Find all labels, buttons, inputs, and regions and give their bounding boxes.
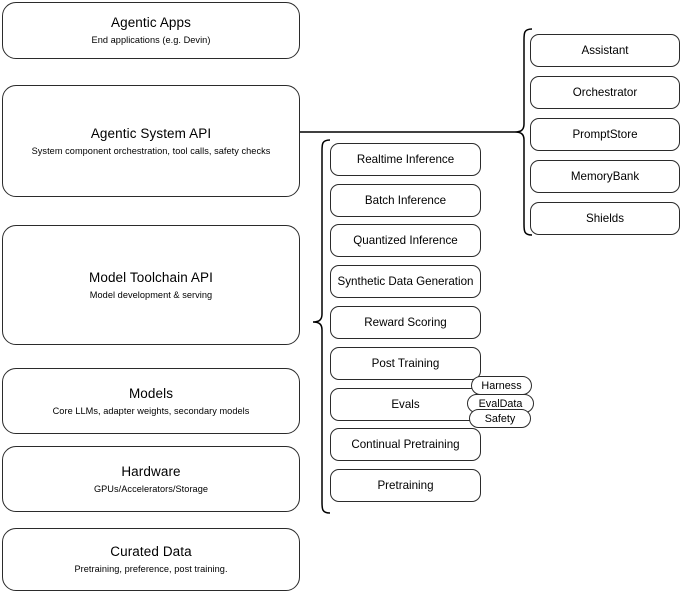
component-label: Assistant [581,44,629,57]
component-label: PromptStore [572,128,638,141]
eval-pill-safety[interactable]: Safety [469,409,531,428]
layer-subtitle: Pretraining, preference, post training. [74,564,228,574]
capability-label: Evals [391,398,420,411]
capability-continual-pretraining[interactable]: Continual Pretraining [330,428,481,461]
component-label: Shields [585,212,625,225]
capability-post-training[interactable]: Post Training [330,347,481,380]
layer-title: Agentic System API [90,125,212,141]
layer-models[interactable]: Models Core LLMs, adapter weights, secon… [2,368,300,434]
eval-pill-label: Safety [484,412,516,425]
capability-label: Pretraining [377,479,434,492]
layer-curated-data[interactable]: Curated Data Pretraining, preference, po… [2,528,300,591]
capability-label: Quantized Inference [353,234,458,247]
layer-subtitle: GPUs/Accelerators/Storage [93,483,209,494]
layer-title: Models [128,385,174,401]
capability-label: Realtime Inference [356,153,455,166]
component-assistant[interactable]: Assistant [530,34,680,67]
layer-agentic-system-api[interactable]: Agentic System API System component orch… [2,85,300,197]
layer-title: Hardware [121,463,181,479]
layer-subtitle: End applications (e.g. Devin) [91,35,211,45]
capability-label: Post Training [371,357,440,370]
capability-label: Reward Scoring [364,316,447,329]
layer-title: Agentic Apps [110,15,191,30]
eval-pill-label: Harness [481,379,522,392]
component-label: Orchestrator [572,86,638,99]
eval-pill-harness[interactable]: Harness [471,376,532,395]
component-promptstore[interactable]: PromptStore [530,118,680,151]
layer-model-toolchain-api[interactable]: Model Toolchain API Model development & … [2,225,300,345]
brace-toolchain-capabilities [312,139,331,514]
layer-title: Model Toolchain API [89,269,213,285]
capability-batch-inference[interactable]: Batch Inference [330,184,481,217]
eval-pill-label: EvalData [478,397,523,410]
capability-label: Synthetic Data Generation [337,275,474,288]
capability-reward-scoring[interactable]: Reward Scoring [330,306,481,339]
component-shields[interactable]: Shields [530,202,680,235]
layer-agentic-apps[interactable]: Agentic Apps End applications (e.g. Devi… [2,2,300,59]
component-memorybank[interactable]: MemoryBank [530,160,680,193]
layer-title: Curated Data [110,544,192,559]
capability-pretraining[interactable]: Pretraining [330,469,481,502]
component-orchestrator[interactable]: Orchestrator [530,76,680,109]
layer-subtitle: Model development & serving [89,289,213,300]
capability-realtime-inference[interactable]: Realtime Inference [330,143,481,176]
capability-evals[interactable]: Evals [330,388,481,421]
capability-label: Batch Inference [364,194,447,207]
component-label: MemoryBank [570,170,640,183]
capability-label: Continual Pretraining [351,438,460,451]
layer-subtitle: System component orchestration, tool cal… [31,145,271,156]
capability-quantized-inference[interactable]: Quantized Inference [330,224,481,257]
capability-synthetic-data-generation[interactable]: Synthetic Data Generation [330,265,481,298]
layer-subtitle: Core LLMs, adapter weights, secondary mo… [52,405,250,416]
layer-hardware[interactable]: Hardware GPUs/Accelerators/Storage [2,446,300,512]
